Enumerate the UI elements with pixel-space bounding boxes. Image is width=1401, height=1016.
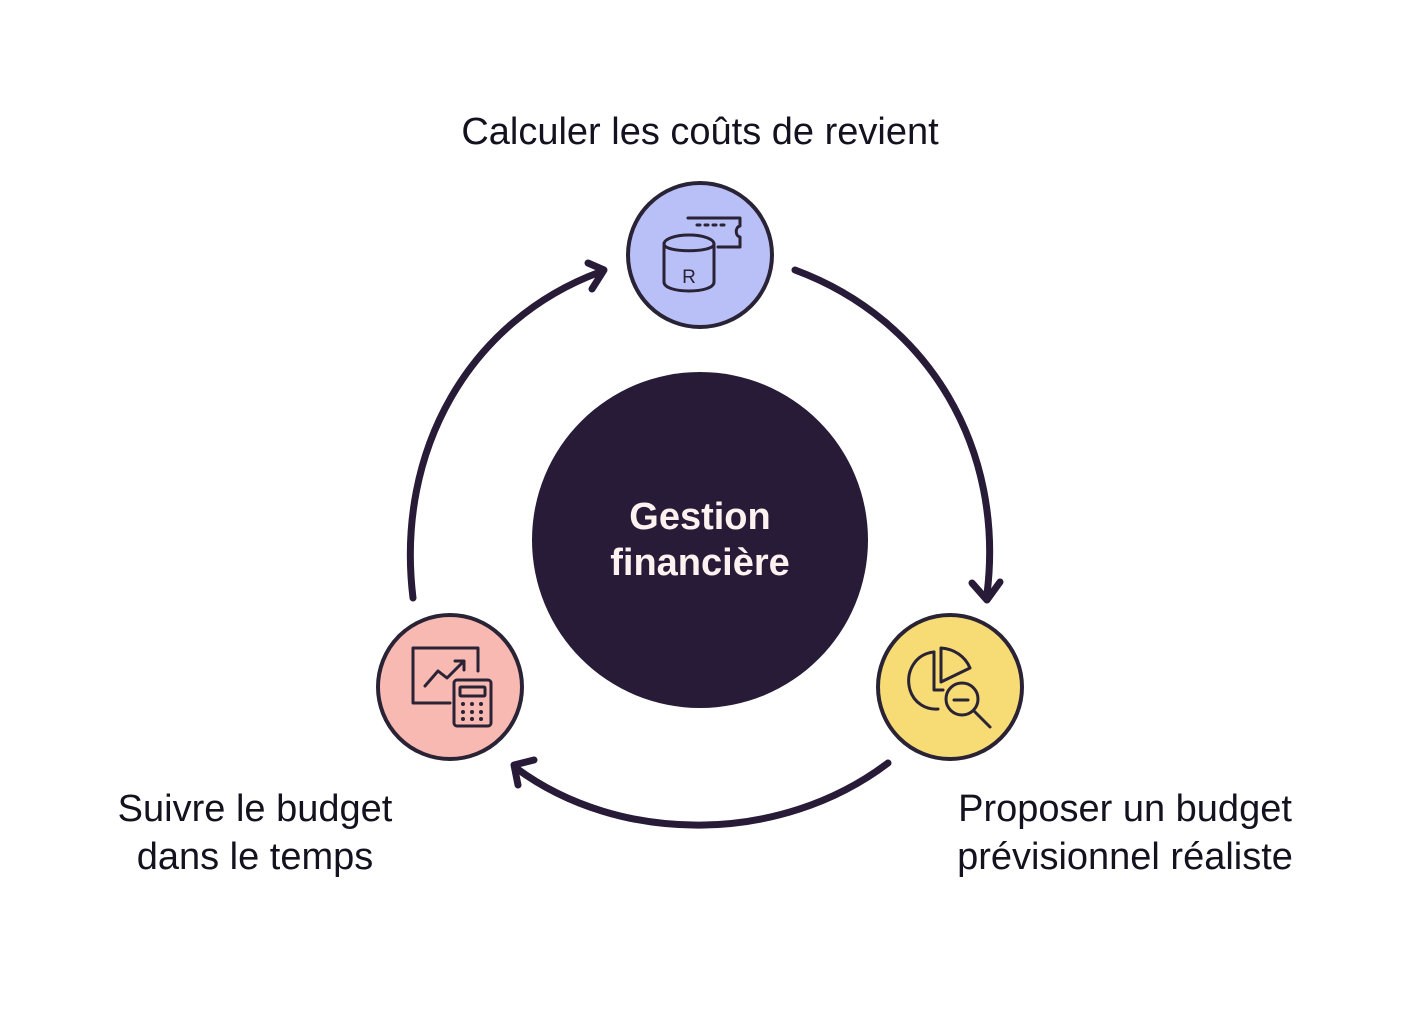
node-top-label-line1: Calculer les coûts de revient <box>461 111 939 153</box>
center-title-line2: financière <box>610 542 790 584</box>
arrow-top-to-right-head <box>968 578 1004 604</box>
node-right-label: Proposer un budget prévisionnel réaliste <box>900 785 1350 881</box>
node-top-label: Calculer les coûts de revient <box>400 108 1000 156</box>
node-left-label: Suivre le budget dans le temps <box>55 785 455 881</box>
cycle-arrows <box>406 259 1004 829</box>
node-left-circle <box>376 613 524 761</box>
node-right-label-line2: prévisionnel réaliste <box>957 836 1293 878</box>
node-right <box>876 613 1024 761</box>
center-title-line1: Gestion <box>629 496 771 538</box>
database-ticket-icon: R <box>662 216 742 293</box>
node-left-label-line1: Suivre le budget <box>117 788 393 830</box>
chart-calculator-icon <box>411 646 493 728</box>
node-left-label-line2: dans le temps <box>136 836 374 878</box>
center-title: Gestion financière <box>532 372 868 708</box>
arrow-right-to-left-head <box>510 756 538 789</box>
node-left <box>376 613 524 761</box>
node-top: R <box>626 181 774 329</box>
arrow-left-to-top-head <box>584 259 608 293</box>
arrow-right-to-left <box>512 759 892 829</box>
svg-text:R: R <box>682 267 696 288</box>
arrow-left-to-top <box>406 268 604 602</box>
center-circle <box>532 372 868 708</box>
pie-chart-magnifier-icon <box>907 646 992 729</box>
node-right-label-line1: Proposer un budget <box>958 788 1292 830</box>
arrow-top-to-right <box>791 266 994 598</box>
